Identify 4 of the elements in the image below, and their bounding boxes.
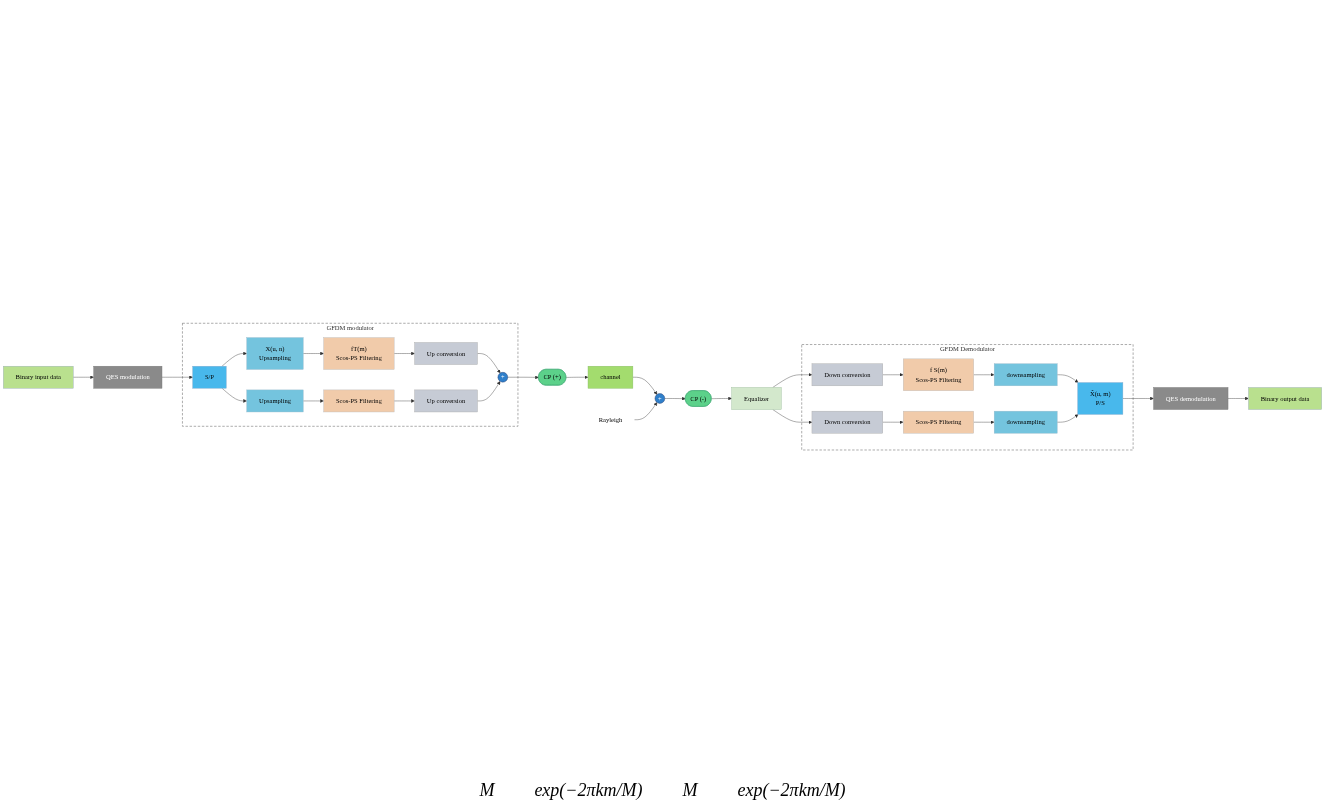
note-text: exp(−2πkm/M) [737, 780, 846, 801]
note-text: exp(−2πkm/M) [534, 780, 643, 801]
note-text: M [682, 780, 698, 801]
note-text: M [479, 780, 495, 801]
